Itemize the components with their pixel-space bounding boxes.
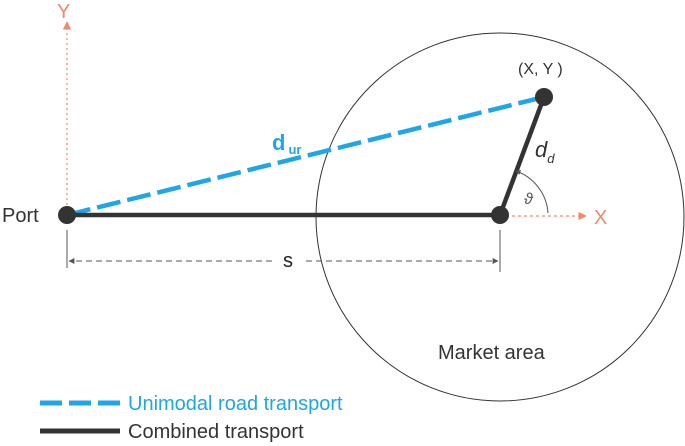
- legend-combined-label: Combined transport: [128, 421, 304, 443]
- port-node: [58, 206, 76, 224]
- unimodal-route-line: [66, 94, 545, 218]
- legend-unimodal-label: Unimodal road transport: [128, 393, 343, 415]
- market-area-label: Market area: [438, 342, 546, 364]
- unimodal-distance-sub: ur: [288, 142, 301, 157]
- unimodal-distance-main: d: [272, 130, 285, 155]
- port-label: Port: [2, 205, 39, 227]
- drayage-distance-sub: d: [547, 151, 555, 166]
- destination-label: (X, Y ): [518, 61, 563, 78]
- y-axis-label: Y: [57, 1, 70, 23]
- combined-drayage-line: [497, 96, 547, 216]
- destination-node: [535, 88, 553, 106]
- distance-label: s: [283, 250, 293, 272]
- angle-arc: [515, 170, 549, 214]
- angle-label: ϑ: [524, 191, 534, 208]
- drayage-distance-main: d: [535, 137, 548, 162]
- drayage-distance-label: dd: [535, 137, 555, 166]
- x-axis-label: X: [594, 207, 607, 229]
- market-center-node: [491, 206, 509, 224]
